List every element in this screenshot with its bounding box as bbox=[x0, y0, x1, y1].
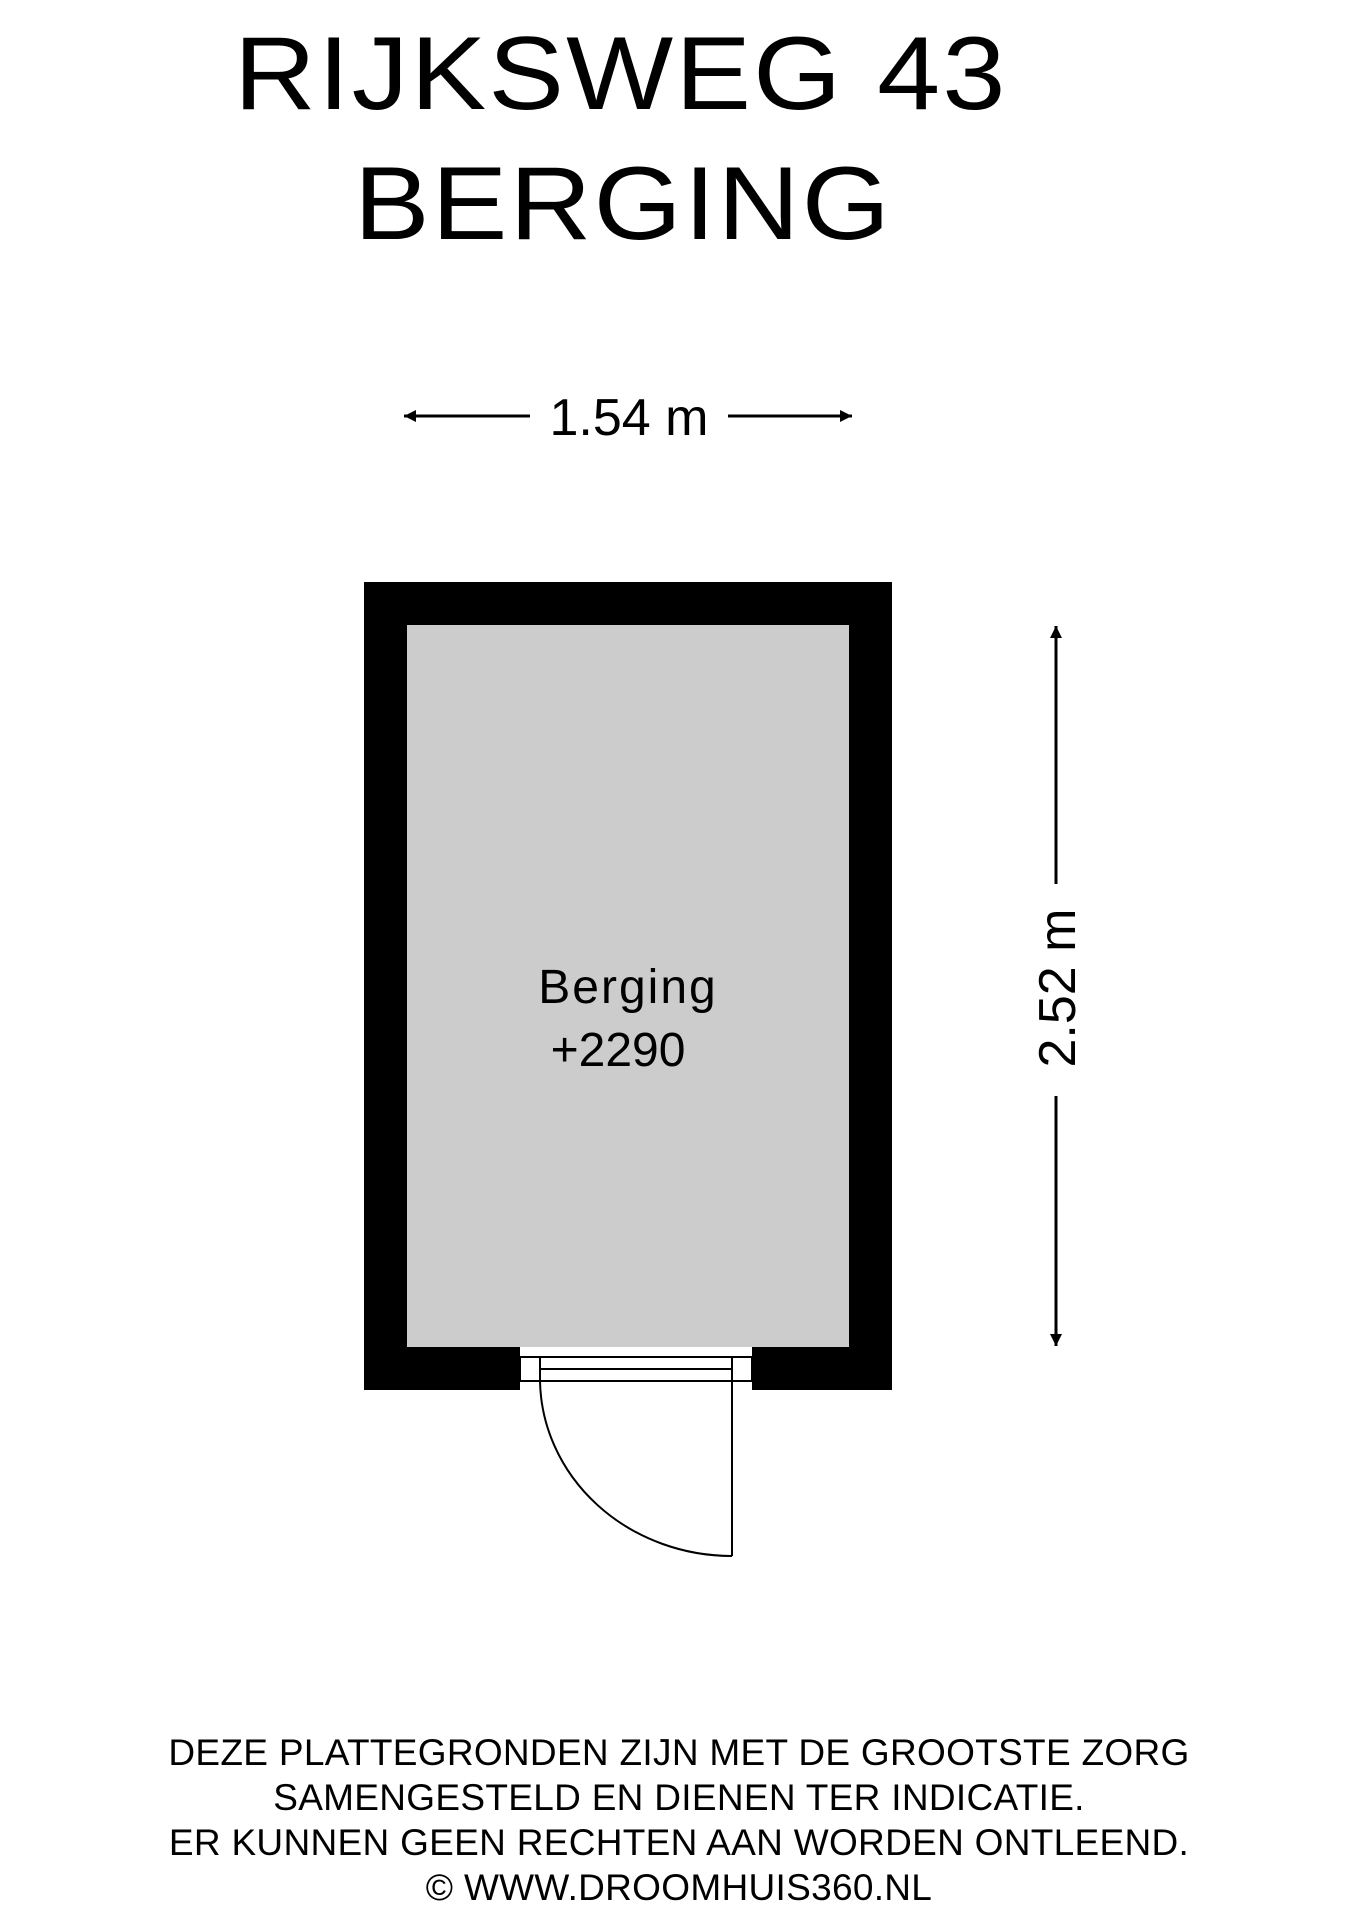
room-level: +2290 bbox=[551, 1024, 686, 1077]
title-room: BERGING bbox=[354, 146, 893, 262]
walls bbox=[364, 582, 892, 1390]
height-label: 2.52 m bbox=[1029, 909, 1087, 1068]
room-name: Berging bbox=[538, 961, 717, 1014]
door-swing-arc bbox=[539, 1380, 733, 1557]
room-floor bbox=[407, 625, 849, 1347]
height-dimension: 2.52 m bbox=[1029, 626, 1087, 1346]
door bbox=[519, 1356, 753, 1557]
disclaimer: DEZE PLATTEGRONDEN ZIJN MET DE GROOTSTE … bbox=[0, 1730, 1358, 1910]
width-label: 1.54 m bbox=[550, 389, 709, 447]
title-address: RIJKSWEG 43 bbox=[234, 16, 1008, 132]
disclaimer-line-1: DEZE PLATTEGRONDEN ZIJN MET DE GROOTSTE … bbox=[168, 1732, 1190, 1773]
disclaimer-line-2: SAMENGESTELD EN DIENEN TER INDICATIE. bbox=[273, 1777, 1085, 1818]
disclaimer-line-3: ER KUNNEN GEEN RECHTEN AAN WORDEN ONTLEE… bbox=[168, 1822, 1190, 1863]
copyright-line: © WWW.DROOMHUIS360.NL bbox=[425, 1867, 933, 1908]
width-dimension: 1.54 m bbox=[404, 389, 852, 447]
